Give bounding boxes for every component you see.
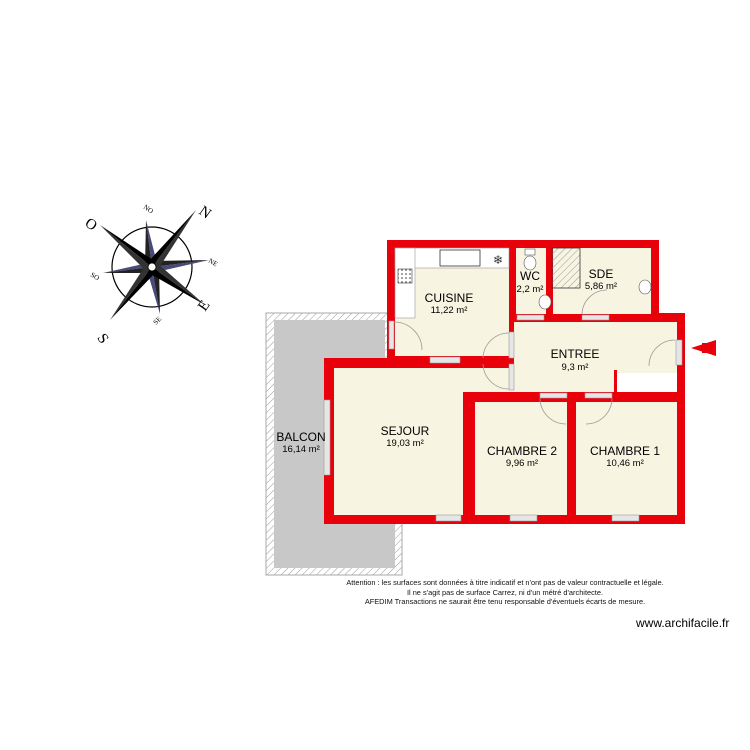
floor-sejour — [334, 368, 463, 515]
wc-toilet-icon — [523, 255, 537, 271]
floor-chambre2 — [475, 402, 567, 515]
room-name-cuisine: CUISINE — [425, 291, 474, 305]
disclaimer: Attention : les surfaces sont données à … — [300, 578, 710, 607]
kitchen-fixtures: ❄ — [394, 247, 510, 319]
door-swings — [393, 289, 676, 425]
bathroom-fixtures — [523, 247, 652, 310]
room-area-balcon: 16,14 m² — [282, 444, 320, 455]
room-area-entree: 9,3 m² — [562, 362, 589, 373]
compass-label-n: N — [196, 203, 214, 222]
stove-icon — [397, 268, 413, 284]
room-area-cuisine: 11,22 m² — [431, 305, 468, 316]
compass-rose-icon: N NE E SE S SO O NO — [82, 203, 219, 347]
website-link[interactable]: www.archifacile.fr — [636, 616, 730, 630]
sde-sink-icon — [638, 279, 652, 295]
room-area-sejour: 19,03 m² — [386, 438, 424, 449]
disclaimer-line-2: Il ne s'agit pas de surface Carrez, ni d… — [406, 587, 604, 597]
room-area-sde: 5,86 m² — [585, 281, 617, 292]
compass-label-no: NO — [142, 203, 155, 215]
floor-chambre1 — [576, 402, 677, 515]
disclaimer-line-3: AFEDIM Transactions ne saurait être tenu… — [364, 597, 646, 607]
room-name-entree: ENTREE — [551, 347, 600, 361]
wc-sink-icon — [538, 294, 552, 310]
room-area-chambre2: 9,96 m² — [506, 458, 538, 469]
windows — [323, 314, 683, 522]
compass-label-se: SE — [152, 315, 163, 326]
closet — [617, 373, 677, 392]
compass-label-o: O — [82, 215, 100, 234]
room-name-chambre2: CHAMBRE 2 — [487, 444, 557, 458]
room-area-chambre1: 10,46 m² — [606, 458, 644, 469]
room-name-sde: SDE — [589, 267, 614, 281]
room-name-balcon: BALCON — [276, 430, 325, 444]
compass-label-so: SO — [89, 271, 101, 282]
room-name-wc: WC — [520, 269, 540, 283]
room-name-chambre1: CHAMBRE 1 — [590, 444, 660, 458]
room-area-wc: 2,2 m² — [517, 284, 544, 295]
compass-label-s: S — [94, 331, 112, 347]
room-name-sejour: SEJOUR — [381, 424, 430, 438]
floor-sejour-ext — [463, 368, 514, 392]
room-labels: CUISINE 11,22 m² WC 2,2 m² SDE 5,86 m² E… — [276, 267, 660, 469]
compass-label-e: E — [195, 298, 213, 315]
shower-icon — [551, 247, 581, 289]
compass-label-ne: NE — [207, 257, 219, 269]
fridge-snowflake-icon: ❄ — [493, 253, 503, 267]
disclaimer-line-1: Attention : les surfaces sont données à … — [346, 578, 664, 587]
sink-icon — [439, 249, 481, 267]
